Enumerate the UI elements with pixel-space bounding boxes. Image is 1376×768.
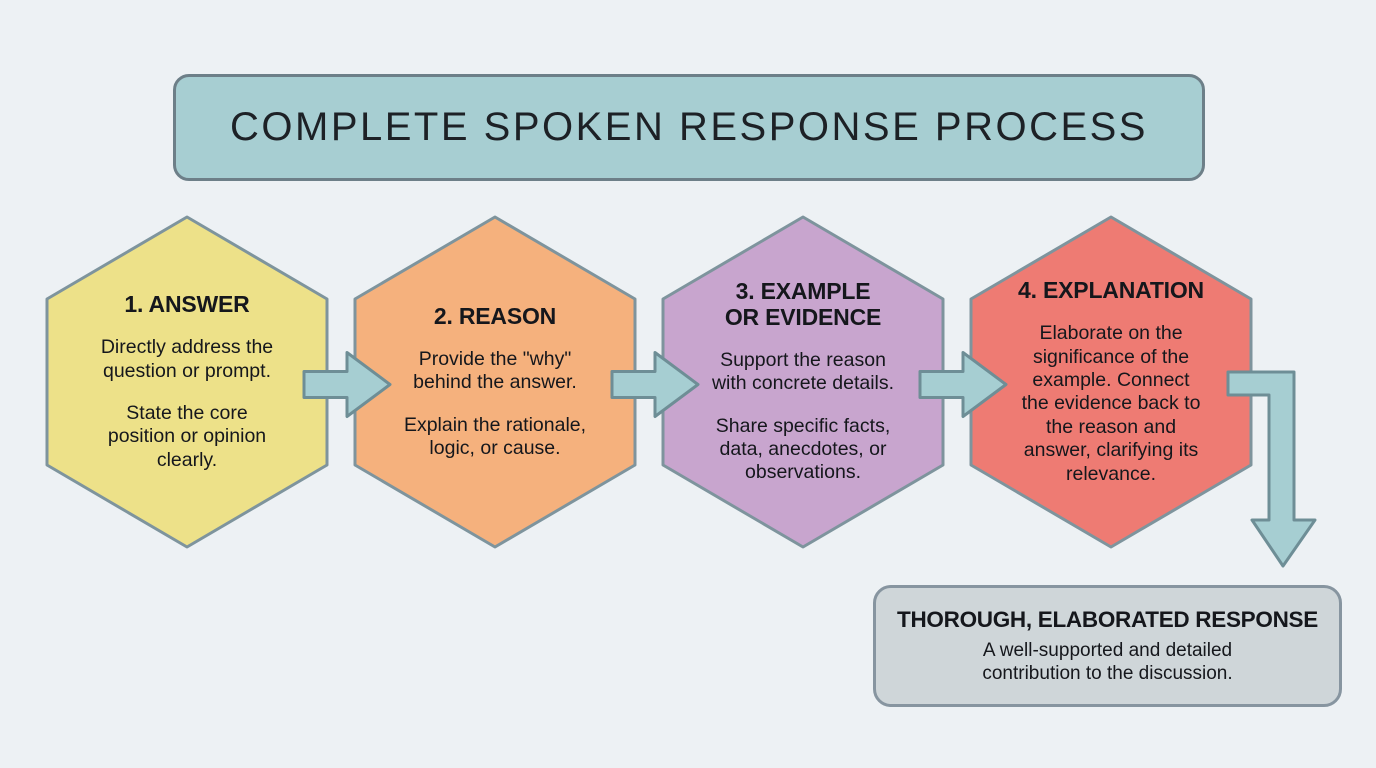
diagram-title-bar: COMPLETE SPOKEN RESPONSE PROCESS xyxy=(173,74,1205,181)
hexagon-shape xyxy=(45,215,329,549)
step-text: Directly address the question or prompt. xyxy=(100,336,274,382)
step-hexagon-reason: 2. REASON Provide the "why" behind the a… xyxy=(352,214,638,550)
step-text: Provide the "why" behind the answer. xyxy=(413,347,577,394)
right-arrow-icon xyxy=(302,351,392,418)
step-hexagon-example: 3. EXAMPLE OR EVIDENCE Support the reaso… xyxy=(660,214,946,550)
step-text: Support the reason with concrete details… xyxy=(711,348,895,395)
step-title: 3. EXAMPLE OR EVIDENCE xyxy=(724,278,882,330)
step-hexagon-explanation: 4. EXPLANATION Elaborate on the signific… xyxy=(968,214,1254,550)
page-title: COMPLETE SPOKEN RESPONSE PROCESS xyxy=(230,105,1148,149)
hexagon-shape xyxy=(661,215,945,549)
step-text: Share specific facts, data, anecdotes, o… xyxy=(715,414,891,484)
result-box: THOROUGH, ELABORATED RESPONSE A well-sup… xyxy=(873,585,1342,707)
step-text: State the core position or opinion clear… xyxy=(107,401,267,471)
step-text: Elaborate on the significance of the exa… xyxy=(1021,322,1201,485)
right-arrow-icon xyxy=(610,351,700,418)
step-text: Explain the rationale, logic, or cause. xyxy=(403,413,587,460)
step-title: 2. REASON xyxy=(433,302,557,329)
step-title: 1. ANSWER xyxy=(124,290,250,317)
hexagon-shape xyxy=(969,215,1253,549)
step-hexagon-answer: 1. ANSWER Directly address the question … xyxy=(44,214,330,550)
right-arrow-icon xyxy=(918,351,1008,418)
result-text: A well-supported and detailed contributi… xyxy=(982,639,1233,684)
step-title: 4. EXPLANATION xyxy=(1018,276,1204,303)
result-title: THOROUGH, ELABORATED RESPONSE xyxy=(897,606,1318,632)
hexagon-shape xyxy=(353,215,637,549)
elbow-down-arrow-icon xyxy=(1226,370,1317,568)
